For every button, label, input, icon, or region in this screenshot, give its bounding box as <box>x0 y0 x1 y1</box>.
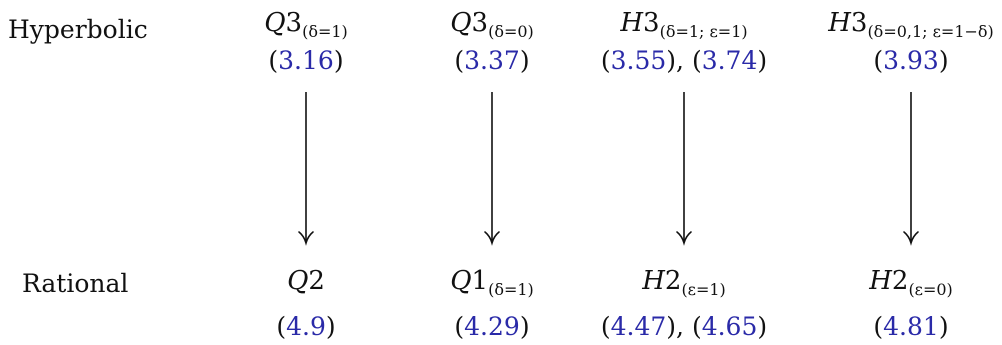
equation-symbol: H2(ε=0) <box>869 266 953 299</box>
equation-ref-link[interactable]: 3.37 <box>464 46 520 75</box>
down-arrow-icon <box>298 92 314 246</box>
equation-symbol: Q3(δ=0) <box>450 8 534 41</box>
equation-symbol: Q1(δ=1) <box>450 266 534 299</box>
equation-ref-link[interactable]: 4.65 <box>701 312 758 341</box>
equation-symbol: H3(δ=1; ε=1) <box>620 8 748 41</box>
equation-refs: (4.47), (4.65) <box>600 312 768 341</box>
equation-ref-link[interactable]: 4.47 <box>610 312 667 341</box>
equation-refs: (4.29) <box>454 312 530 341</box>
equation-ref-link[interactable]: 3.74 <box>701 46 758 75</box>
equation-ref-link[interactable]: 4.29 <box>464 312 520 341</box>
equation-ref-link[interactable]: 3.55 <box>610 46 667 75</box>
equation-ref-link[interactable]: 4.9 <box>286 312 326 341</box>
equation-symbol: H2(ε=1) <box>642 266 726 299</box>
equation-symbol: Q2 <box>287 266 325 296</box>
equation-refs: (3.37) <box>454 46 530 75</box>
equation-refs: (4.9) <box>276 312 336 341</box>
down-arrow-icon <box>903 92 919 246</box>
down-arrow-icon <box>676 92 692 246</box>
equation-refs: (3.93) <box>873 46 949 75</box>
equation-symbol: Q3(δ=1) <box>264 8 348 41</box>
equation-ref-link[interactable]: 3.93 <box>883 46 939 75</box>
row-label-rational: Rational <box>22 269 129 298</box>
equation-ref-link[interactable]: 4.81 <box>883 312 939 341</box>
row-label-hyperbolic: Hyperbolic <box>8 15 148 44</box>
equation-refs: (4.81) <box>873 312 949 341</box>
equation-refs: (3.16) <box>268 46 344 75</box>
equation-ref-link[interactable]: 3.16 <box>278 46 334 75</box>
equation-symbol: H3(δ=0,1; ε=1−δ) <box>828 8 994 41</box>
down-arrow-icon <box>484 92 500 246</box>
equation-refs: (3.55), (3.74) <box>600 46 768 75</box>
